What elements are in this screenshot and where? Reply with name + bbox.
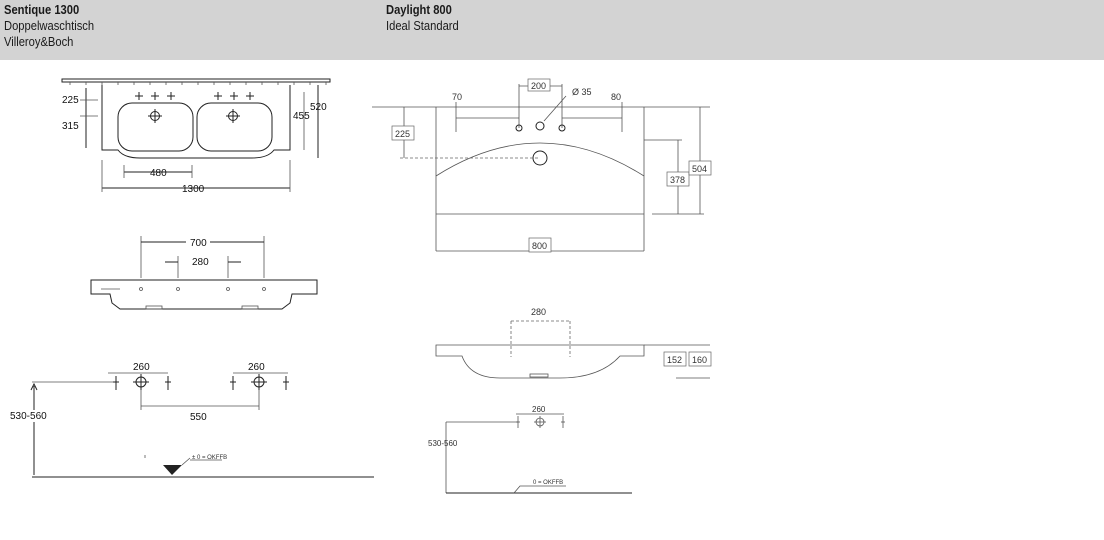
bowl-curve xyxy=(435,142,645,177)
box-225 xyxy=(391,125,415,141)
dim-280: 280 xyxy=(192,257,209,268)
floor-marker-icon xyxy=(163,465,182,475)
front-tap-marks xyxy=(101,287,266,310)
product-name: Sentique 1300 xyxy=(4,2,80,17)
tap-hole xyxy=(535,121,545,131)
bowl-left xyxy=(117,102,194,152)
dim-260: 260 xyxy=(532,405,546,414)
box-378 xyxy=(666,171,690,187)
dim-160: 160 xyxy=(692,355,707,365)
basin-front-profile xyxy=(90,279,318,310)
daylight-top-view: 200 Ø 35 70 80 225 378 504 800 xyxy=(372,78,712,253)
countertop-edge xyxy=(61,78,331,83)
dim-280: 280 xyxy=(531,307,546,317)
sentique-installation: 260 260 550 530-560 ± 0 = OKFFB xyxy=(10,362,374,478)
daylight-front-view: 280 152 160 xyxy=(435,307,712,379)
box-504 xyxy=(688,160,712,176)
box-160 xyxy=(688,351,712,367)
product-name: Daylight 800 xyxy=(386,2,452,17)
fixture xyxy=(516,416,565,428)
product-info-sentique: Sentique 1300 Doppelwaschtisch Villeroy&… xyxy=(4,2,94,50)
product-brand: Ideal Standard xyxy=(386,18,459,33)
product-type: Doppelwaschtisch xyxy=(4,18,95,33)
dim-455: 455 xyxy=(293,111,310,122)
dim-260-right: 260 xyxy=(248,362,265,373)
basin-front-profile xyxy=(435,344,645,379)
dim-80: 80 xyxy=(611,92,621,102)
dim-225: 225 xyxy=(62,95,79,106)
sentique-top-view: 225 315 520 455 480 1300 xyxy=(61,78,331,195)
daylight-installation: 260 530-560 0 = OKFFB xyxy=(428,405,632,494)
dim-530-560: 530-560 xyxy=(428,439,458,448)
dim-225: 225 xyxy=(395,129,410,139)
okffb-label: 0 = OKFFB xyxy=(533,480,563,486)
sentique-front-view: 700 280 xyxy=(90,236,318,310)
countertop-ticks xyxy=(69,82,327,85)
dim-700: 700 xyxy=(190,238,207,249)
dim-260-left: 260 xyxy=(133,362,150,373)
dim-152: 152 xyxy=(667,355,682,365)
dim-504: 504 xyxy=(692,164,707,174)
dim-520: 520 xyxy=(310,102,327,113)
dim-530-560: 530-560 xyxy=(10,411,47,422)
box-152 xyxy=(663,351,687,367)
product-brand: Villeroy&Boch xyxy=(4,34,74,49)
header-band: Sentique 1300 Doppelwaschtisch Villeroy&… xyxy=(0,0,1104,60)
dim-315: 315 xyxy=(62,121,79,132)
dim-1300: 1300 xyxy=(182,184,205,195)
dim-480: 480 xyxy=(150,168,167,179)
tap-holes xyxy=(135,92,254,100)
dim-550: 550 xyxy=(190,412,207,423)
box-800 xyxy=(528,237,552,253)
dim-70: 70 xyxy=(452,92,462,102)
fixture-left xyxy=(113,374,171,390)
fixture-right xyxy=(230,374,289,390)
product-info-daylight: Daylight 800 Ideal Standard xyxy=(386,2,459,34)
basin-outline xyxy=(101,85,291,159)
okffb-label: ± 0 = OKFFB xyxy=(192,455,227,461)
dim-dia35: Ø 35 xyxy=(572,87,592,97)
dim-200: 200 xyxy=(531,81,546,91)
drain-right xyxy=(226,109,240,123)
box-200 xyxy=(527,78,551,92)
dim-800: 800 xyxy=(532,241,547,251)
bowl-right xyxy=(196,102,273,152)
drain-left xyxy=(148,109,162,123)
dim-378: 378 xyxy=(670,175,685,185)
